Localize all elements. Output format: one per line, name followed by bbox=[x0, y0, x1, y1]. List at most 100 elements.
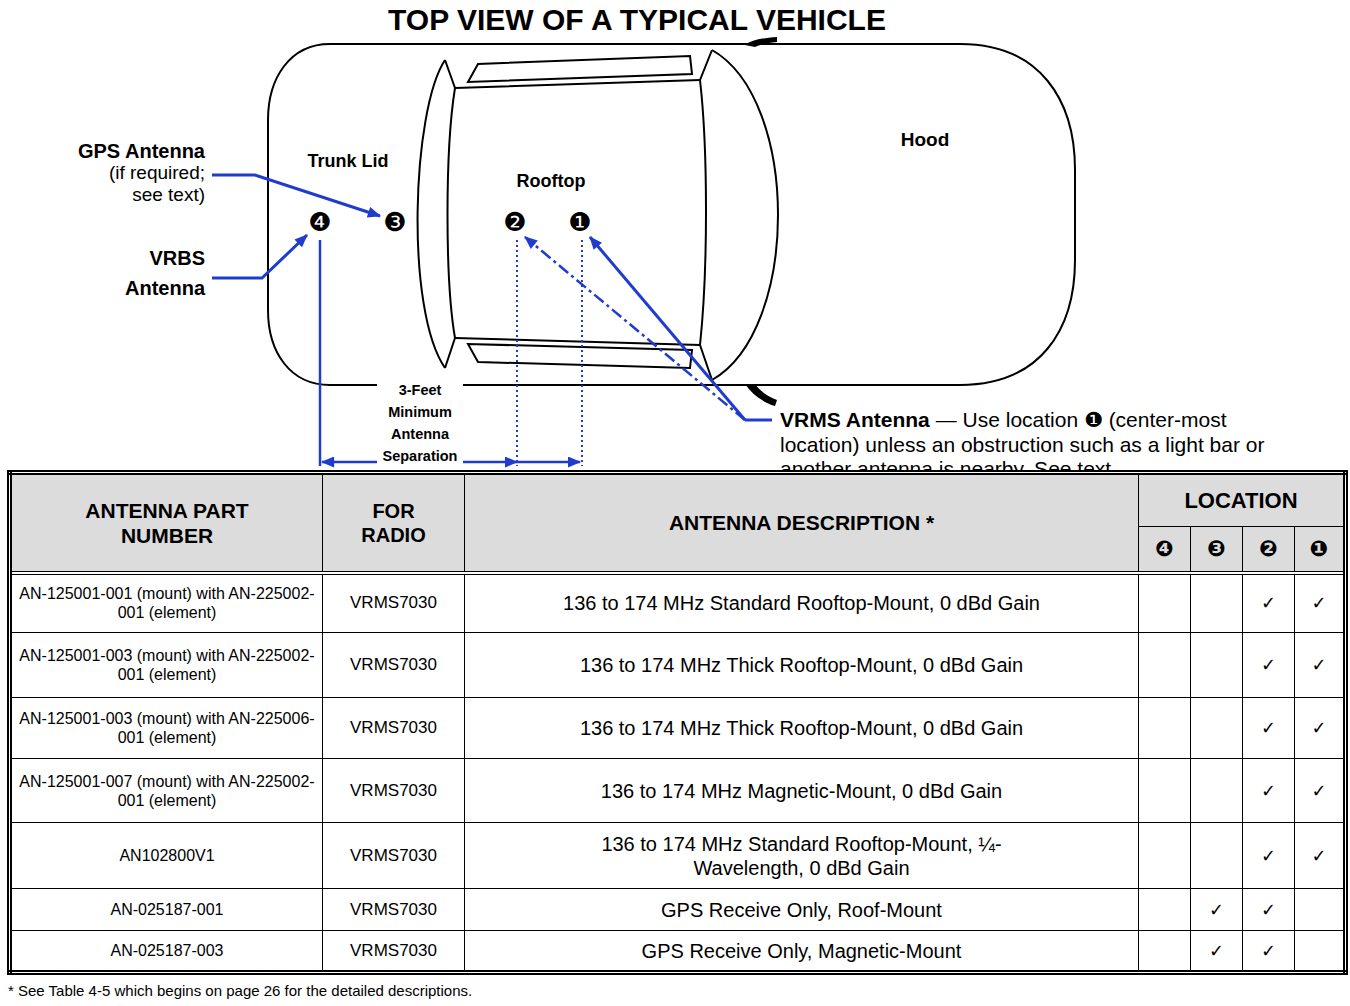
antenna-description: GPS Receive Only, Magnetic-Mount bbox=[642, 939, 962, 963]
antenna-description: 136 to 174 MHz Magnetic-Mount, 0 dBd Gai… bbox=[601, 779, 1002, 803]
radio-model: VRMS7030 bbox=[350, 718, 437, 738]
footnote: * See Table 4-5 which begins on page 26 … bbox=[8, 982, 472, 999]
roof-rear-edge bbox=[448, 88, 456, 338]
table-cell: ✓ bbox=[1243, 759, 1295, 823]
table-cell: GPS Receive Only, Magnetic-Mount bbox=[465, 931, 1139, 973]
table-row: AN-025187-001 VRMS7030 GPS Receive Only, R… bbox=[10, 889, 1346, 931]
part-number: AN-025187-001 bbox=[111, 900, 224, 919]
column-header: LOCATION bbox=[1184, 488, 1297, 514]
location-number: ❹ bbox=[308, 208, 331, 237]
radio-model: VRMS7030 bbox=[350, 781, 437, 801]
check-mark: ✓ bbox=[1261, 780, 1276, 802]
antenna-description: GPS Receive Only, Roof-Mount bbox=[661, 898, 942, 922]
table-cell bbox=[1295, 889, 1346, 931]
location-number: ❸ bbox=[383, 208, 406, 237]
table-cell: VRMS7030 bbox=[323, 931, 465, 973]
leader-line-dashdot bbox=[525, 237, 745, 420]
table-cell: ✓ bbox=[1243, 698, 1295, 759]
check-mark: ✓ bbox=[1261, 899, 1276, 921]
table-row: ANTENNA PART NUMBERFOR RADIOANTENNA DESC… bbox=[10, 473, 1346, 527]
table-cell: ANTENNA PART NUMBER bbox=[10, 473, 323, 573]
table-row: AN-125001-007 (mount) with AN-225002-001… bbox=[10, 759, 1346, 823]
table-cell: ✓ bbox=[1243, 889, 1295, 931]
table-cell bbox=[1191, 573, 1243, 633]
table-cell: AN-025187-001 bbox=[10, 889, 323, 931]
location-number: ❷ bbox=[1259, 536, 1278, 562]
part-number: AN-025187-003 bbox=[111, 941, 224, 960]
radio-model: VRMS7030 bbox=[350, 900, 437, 920]
table-cell: ✓ bbox=[1191, 889, 1243, 931]
part-number: AN-125001-007 (mount) with AN-225002-001… bbox=[16, 772, 318, 810]
table-cell: LOCATION bbox=[1139, 473, 1346, 527]
callout-note: (if required; see text) bbox=[80, 162, 205, 206]
table-cell: 136 to 174 MHz Standard Rooftop-Mount, 0… bbox=[465, 573, 1139, 633]
rear-window-edge bbox=[418, 60, 445, 368]
table-cell: ✓ bbox=[1191, 931, 1243, 973]
table-cell: VRMS7030 bbox=[323, 889, 465, 931]
table-cell: ✓ bbox=[1295, 633, 1346, 698]
check-mark: ✓ bbox=[1209, 899, 1224, 921]
table-cell bbox=[1139, 698, 1191, 759]
column-header: FOR RADIO bbox=[354, 499, 434, 547]
location-number: ❷ bbox=[503, 208, 526, 237]
table-cell bbox=[1191, 698, 1243, 759]
table-cell: GPS Receive Only, Roof-Mount bbox=[465, 889, 1139, 931]
table-cell: VRMS7030 bbox=[323, 633, 465, 698]
table-cell: AN-125001-003 (mount) with AN-225006-001… bbox=[10, 698, 323, 759]
check-mark: ✓ bbox=[1261, 845, 1276, 867]
part-number: AN-125001-001 (mount) with AN-225002-001… bbox=[16, 584, 318, 622]
table-cell: AN102800V1 bbox=[10, 823, 323, 889]
antenna-table: ANTENNA PART NUMBER FOR RADIO ANTENNA DESC… bbox=[7, 470, 1348, 975]
radio-model: VRMS7030 bbox=[350, 655, 437, 675]
table-cell: ✓ bbox=[1295, 573, 1346, 633]
table-cell bbox=[1191, 633, 1243, 698]
table-cell: FOR RADIO bbox=[323, 473, 465, 573]
check-mark: ✓ bbox=[1311, 654, 1326, 676]
table-cell: 136 to 174 MHz Magnetic-Mount, 0 dBd Gai… bbox=[465, 759, 1139, 823]
check-mark: ✓ bbox=[1311, 717, 1326, 739]
table-cell: ANTENNA DESCRIPTION * bbox=[465, 473, 1139, 573]
location-number: ❶ bbox=[568, 208, 591, 237]
check-mark: ✓ bbox=[1209, 940, 1224, 962]
radio-model: VRMS7030 bbox=[350, 846, 437, 866]
dimension-label: 3-Feet Minimum Antenna Separation bbox=[377, 379, 463, 467]
table-cell: ✓ bbox=[1295, 698, 1346, 759]
table-row: AN-125001-001 (mount) with AN-225002-001… bbox=[10, 573, 1346, 633]
leader-line bbox=[212, 235, 307, 278]
table-cell: 136 to 174 MHz Thick Rooftop-Mount, 0 dB… bbox=[465, 633, 1139, 698]
diagram-title: TOP VIEW OF A TYPICAL VEHICLE bbox=[388, 4, 886, 36]
check-mark: ✓ bbox=[1261, 717, 1276, 739]
side-window bbox=[468, 56, 692, 82]
leader-line bbox=[212, 175, 380, 216]
antenna-description: 136 to 174 MHz Thick Rooftop-Mount, 0 dB… bbox=[580, 716, 1023, 740]
column-header: ANTENNA DESCRIPTION * bbox=[669, 510, 934, 535]
table-cell: ❹ bbox=[1139, 527, 1191, 573]
extension-line-dotted bbox=[516, 240, 518, 466]
callout-label: VRBS Antenna bbox=[105, 243, 205, 303]
location-number: ❶ bbox=[1310, 536, 1329, 562]
table-cell: ✓ bbox=[1243, 823, 1295, 889]
table-cell bbox=[1139, 931, 1191, 973]
roof-edge bbox=[455, 80, 700, 345]
table-cell: 136 to 174 MHz Standard Rooftop-Mount, ¼… bbox=[465, 823, 1139, 889]
check-mark: ✓ bbox=[1311, 845, 1326, 867]
roof-front-edge bbox=[700, 80, 706, 345]
area-label: Hood bbox=[901, 130, 950, 151]
callout-label: VRMS Antenna bbox=[780, 408, 930, 431]
table-cell: AN-125001-007 (mount) with AN-225002-001… bbox=[10, 759, 323, 823]
table-cell: ❷ bbox=[1243, 527, 1295, 573]
table-cell: AN-125001-003 (mount) with AN-225002-001… bbox=[10, 633, 323, 698]
table-row: AN102800V1 VRMS7030 136 to 174 MHz Standar… bbox=[10, 823, 1346, 889]
location-number: ❹ bbox=[1155, 536, 1174, 562]
check-mark: ✓ bbox=[1261, 654, 1276, 676]
area-label: Rooftop bbox=[517, 172, 586, 192]
table-cell: AN-025187-003 bbox=[10, 931, 323, 973]
table-cell bbox=[1191, 823, 1243, 889]
table-cell: 136 to 174 MHz Thick Rooftop-Mount, 0 dB… bbox=[465, 698, 1139, 759]
part-number: AN-125001-003 (mount) with AN-225002-001… bbox=[16, 646, 318, 684]
table-cell bbox=[1139, 573, 1191, 633]
table-cell bbox=[1139, 889, 1191, 931]
side-mirror bbox=[745, 384, 777, 406]
table-cell bbox=[1139, 633, 1191, 698]
table-cell bbox=[1139, 759, 1191, 823]
